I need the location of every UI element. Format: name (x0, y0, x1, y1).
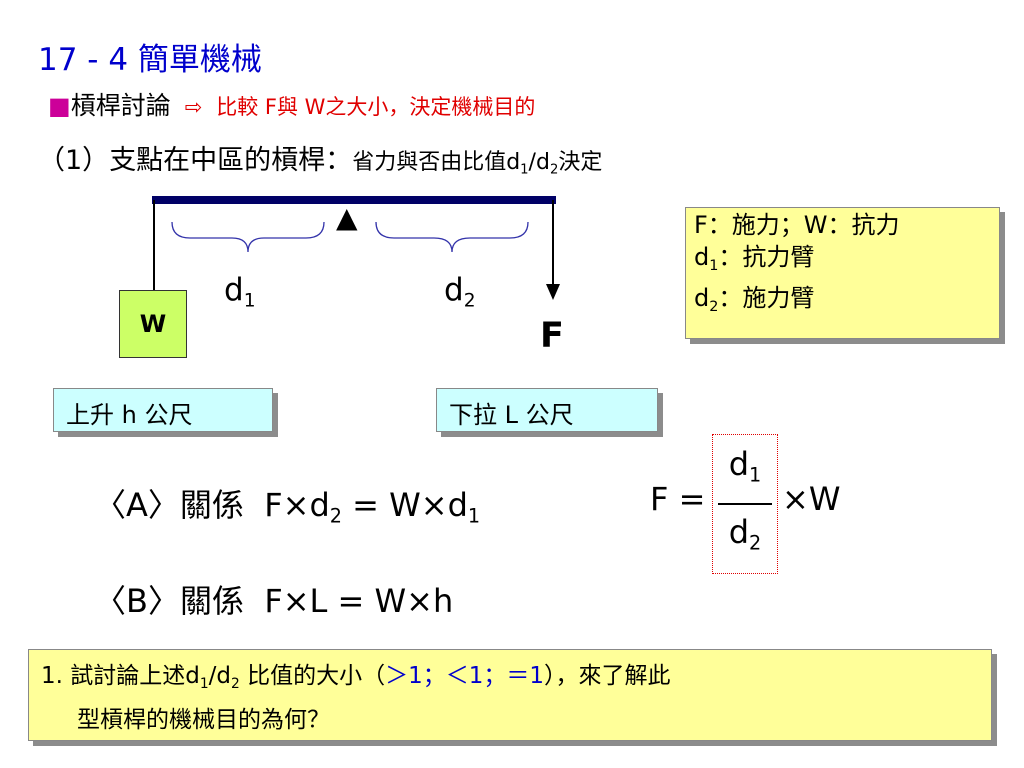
subheading-main: 支點在中區的槓桿： (109, 145, 353, 176)
d2-text: d (444, 272, 464, 308)
pull-distance-tag: 下拉 L 公尺 (436, 388, 658, 432)
subheading-detail: 省力與否由比值d1/d2決定 (352, 150, 603, 178)
relation-a-eq-part: = W×d (342, 486, 468, 524)
bullet-square-icon: ■ (48, 92, 71, 120)
section-heading: ■槓桿討論 ⇨ 比較 F與 W之大小，決定機械目的 (48, 86, 535, 122)
legend-text: ：抗力臂 (718, 243, 815, 271)
fraction-numerator: d1 (729, 443, 762, 497)
fraction-lhs: F = (650, 480, 706, 518)
question-line-1: 1. 試討論上述d1/d2 比值的大小（＞1；＜1；＝1），來了解此 (41, 658, 979, 702)
relation-b-eq: F×L = W×h (264, 582, 454, 620)
relation-a-label: 〈A〉關係 (94, 486, 244, 524)
weight-block: W (119, 290, 187, 358)
relation-a: 〈A〉關係 F×d2 = W×d1 (94, 480, 480, 528)
page-title: 17 - 4 簡單機械 (38, 42, 262, 78)
raise-distance-tag: 上升 h 公尺 (53, 388, 273, 432)
force-arrowhead-icon (546, 284, 560, 300)
legend-text: d (694, 243, 710, 271)
question-text: 比值的大小（ (239, 663, 386, 689)
question-sub: 1 (199, 675, 209, 692)
fraction-denominator: d2 (729, 511, 762, 565)
d2-sub: 2 (463, 290, 476, 312)
brace-d1-icon (171, 221, 325, 253)
legend-line-2: d1：抗力臂 (694, 241, 991, 282)
subheading-number: （1） (38, 145, 110, 176)
frac-sub: 1 (749, 464, 762, 487)
legend-sub: 1 (709, 258, 719, 275)
detail-sub: 1 (520, 162, 529, 178)
detail-text: /d (528, 150, 550, 175)
question-text: ），來了解此 (544, 663, 671, 689)
question-text: 試討論上述d (70, 663, 200, 689)
d1-sub: 1 (243, 290, 256, 312)
relation-b-label: 〈B〉關係 (94, 582, 244, 620)
legend-line-1: F：施力；W：抗力 (694, 211, 900, 239)
fraction-box: d1 d2 (712, 434, 778, 574)
section-label: 槓桿討論 (70, 91, 171, 120)
label-d1: d1 (224, 272, 256, 312)
fulcrum-icon: ▲ (336, 201, 358, 234)
question-sub: 2 (231, 675, 240, 692)
question-box: 1. 試討論上述d1/d2 比值的大小（＞1；＜1；＝1），來了解此 型槓桿的機… (28, 649, 992, 741)
relation-a-sub: 1 (467, 504, 481, 528)
fraction-bar (718, 503, 772, 505)
relation-b: 〈B〉關係 F×L = W×h (94, 576, 453, 622)
question-text: /d (208, 663, 232, 689)
legend-line-3: d2：施力臂 (694, 282, 991, 323)
question-line-2: 型槓桿的機械目的為何？ (77, 706, 330, 733)
arrow-icon: ⇨ (184, 95, 203, 119)
section-note: 比較 F與 W之大小，決定機械目的 (216, 95, 536, 119)
frac-text: d (728, 513, 750, 551)
force-label: F (540, 316, 564, 356)
question-number: 1. (41, 663, 63, 689)
brace-d2-icon (375, 221, 529, 253)
frac-sub: 2 (749, 531, 762, 555)
d1-text: d (224, 272, 244, 308)
frac-text: d (728, 445, 750, 484)
label-d2: d2 (444, 272, 476, 312)
question-options: ＞1；＜1；＝1 (385, 663, 545, 689)
legend-sub: 2 (709, 299, 719, 316)
legend-text: ：施力臂 (718, 284, 815, 313)
legend-box: F：施力；W：抗力 d1：抗力臂 d2：施力臂 (685, 207, 1000, 339)
detail-text: 省力與否由比值d (352, 150, 521, 175)
subheading: （1）支點在中區的槓桿：省力與否由比值d1/d2決定 (38, 138, 602, 178)
detail-text: 決定 (558, 150, 603, 175)
legend-text: d (694, 284, 710, 313)
fraction-rhs: ×W (782, 480, 841, 518)
relation-a-sub: 2 (329, 504, 342, 528)
detail-sub: 2 (549, 162, 559, 178)
lever-bar (152, 196, 556, 204)
relation-a-eq-part: F×d (264, 486, 330, 524)
